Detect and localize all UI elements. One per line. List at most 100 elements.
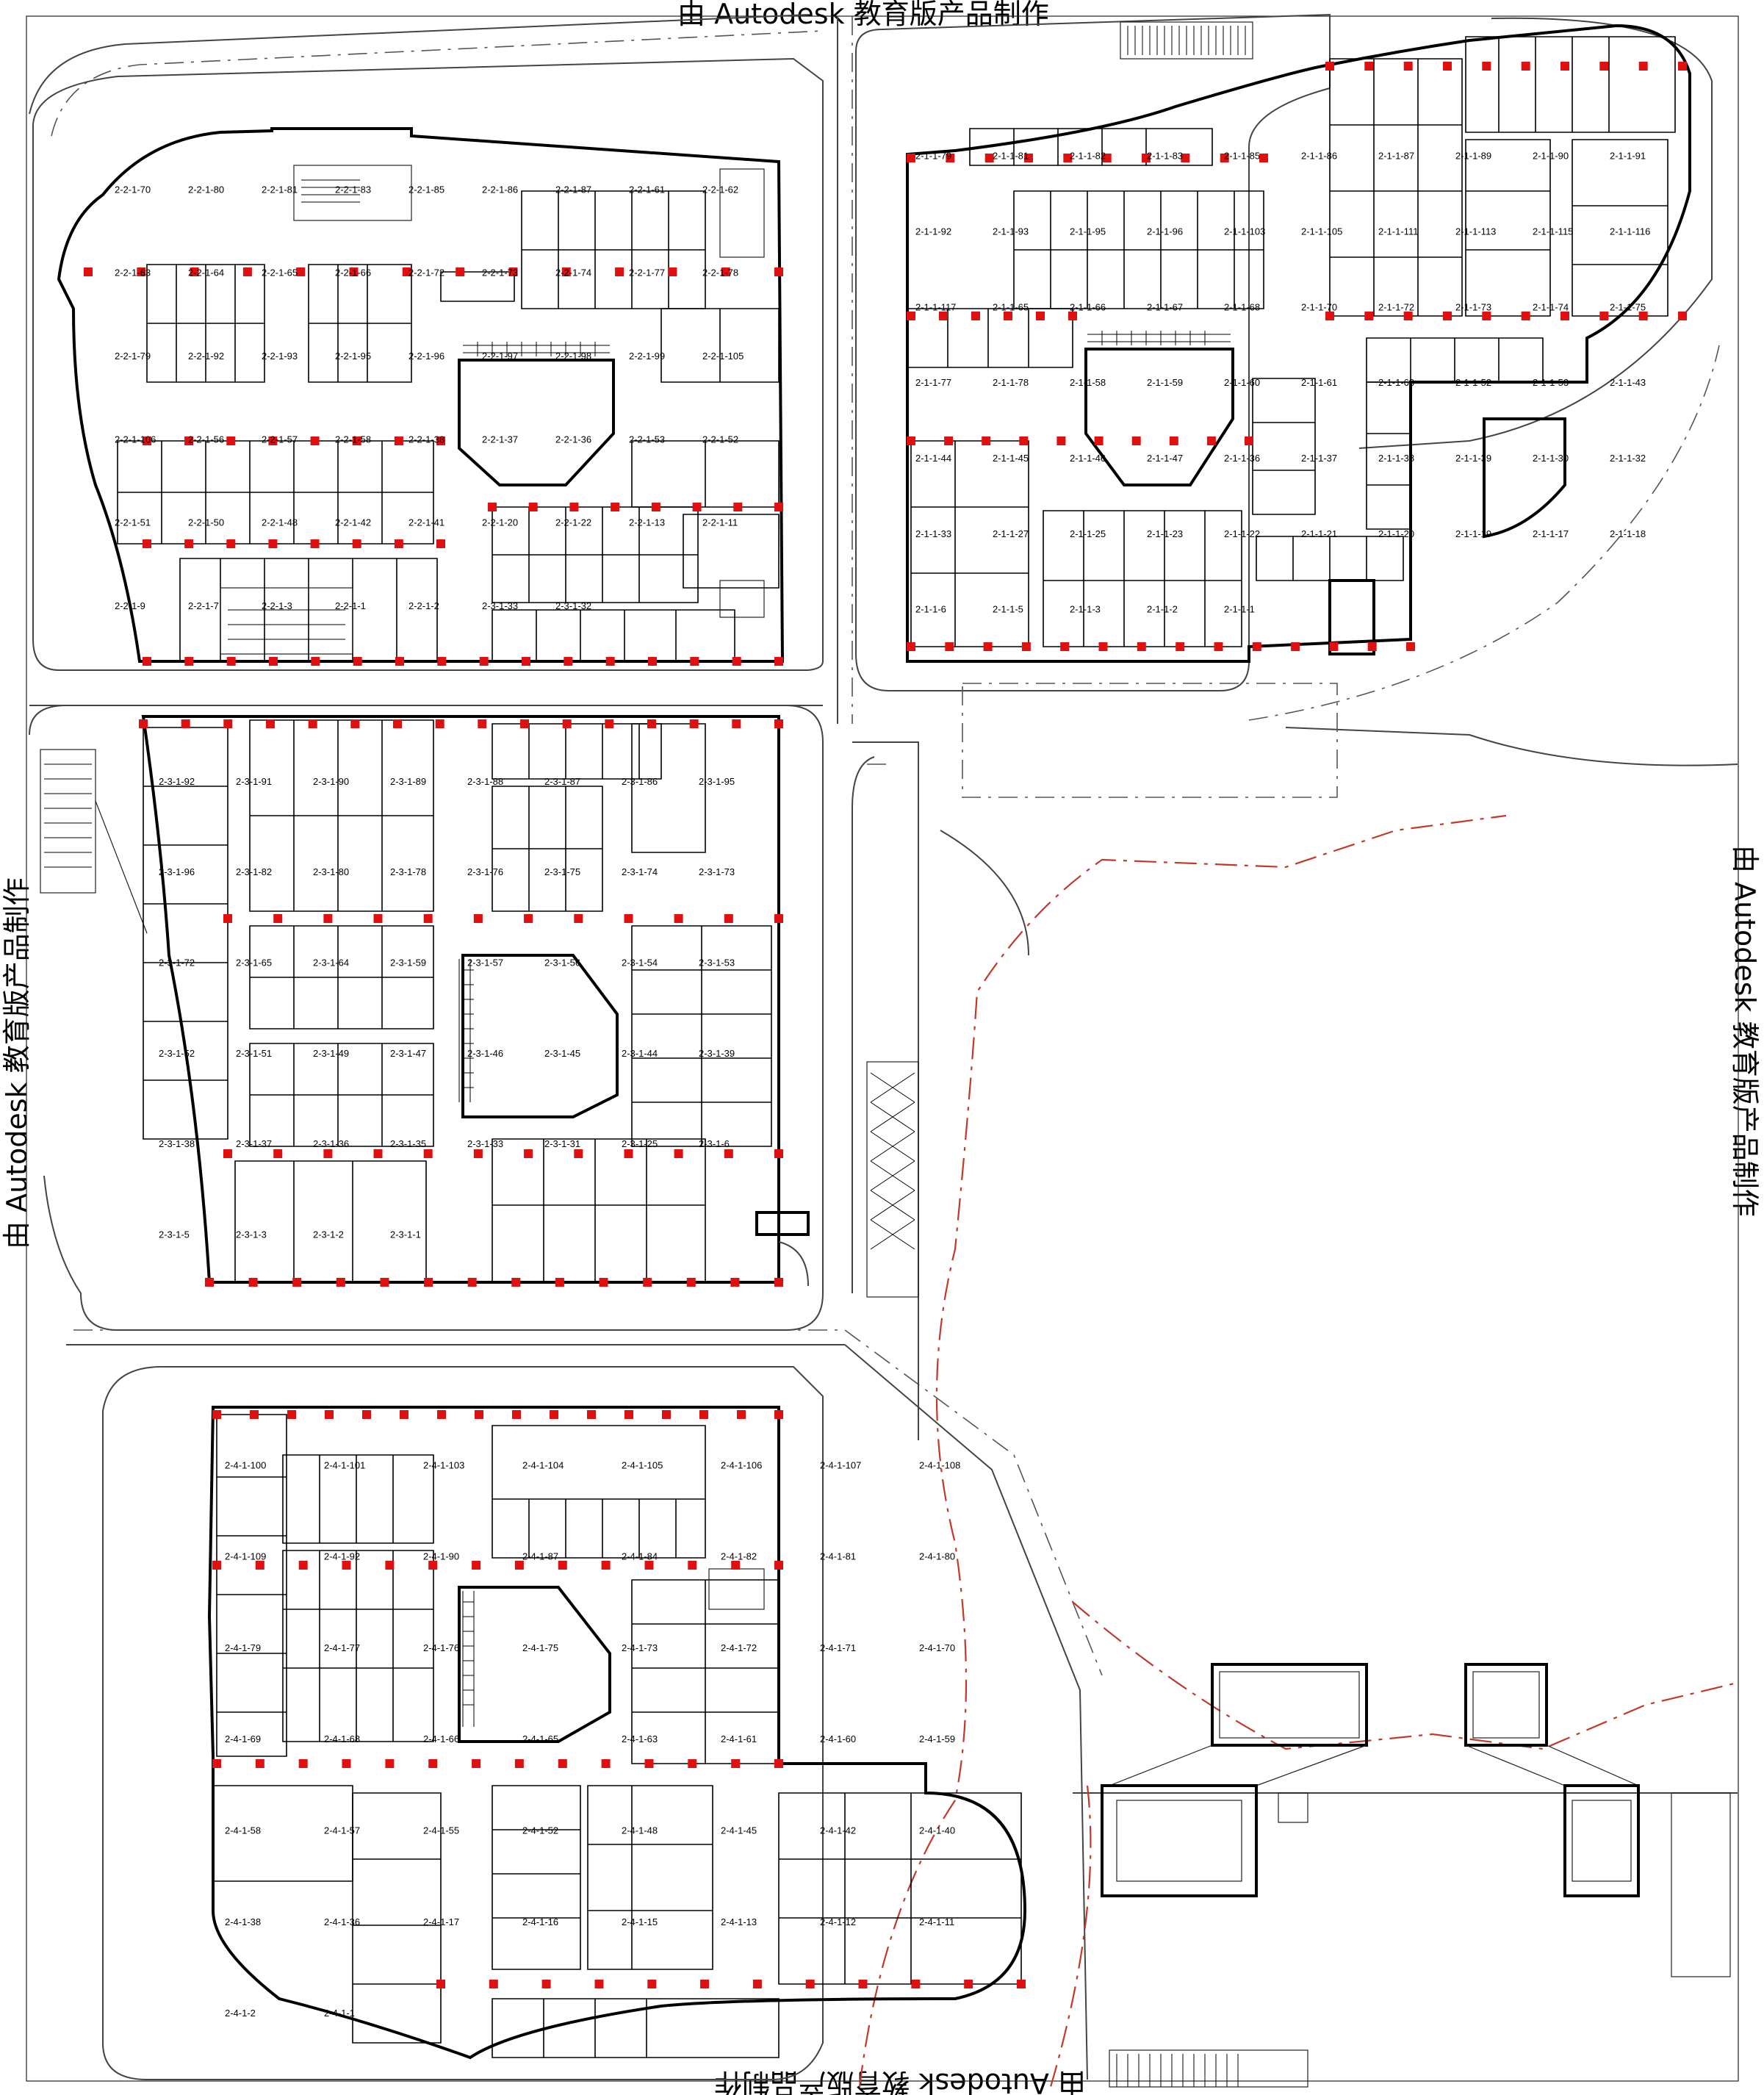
column-marker: [984, 154, 994, 162]
unit-label: 2-4-1-1: [324, 2008, 355, 2019]
block-2-1: [855, 13, 1713, 798]
column-marker: [945, 642, 954, 651]
unit-label: 2-4-1-106: [721, 1459, 762, 1470]
column-marker: [226, 436, 236, 445]
unit-label: 2-3-1-87: [544, 776, 580, 787]
column-marker: [724, 1149, 733, 1158]
column-marker: [393, 719, 402, 728]
unit-label: 2-4-1-103: [423, 1459, 464, 1470]
unit-label: 2-3-1-59: [390, 957, 426, 969]
unit-label: 2-4-1-36: [324, 1916, 360, 1927]
column-marker: [402, 267, 411, 276]
column-marker: [139, 719, 148, 728]
unit-label: 2-1-1-60: [1224, 377, 1260, 388]
column-marker: [774, 503, 783, 511]
column-marker: [436, 539, 445, 548]
column-marker: [774, 1278, 783, 1287]
unit-label: 2-2-1-37: [482, 434, 518, 445]
unit-label: 2-3-1-95: [699, 776, 735, 787]
column-marker: [520, 719, 529, 728]
unit-label: 2-3-1-72: [159, 957, 195, 969]
unit-label: 2-4-1-80: [919, 1551, 955, 1562]
unit-label: 2-2-1-106: [115, 434, 156, 445]
column-marker: [982, 436, 991, 445]
column-marker: [456, 267, 465, 276]
column-marker: [342, 1759, 351, 1768]
column-marker: [1137, 642, 1146, 651]
unit-label: 2-3-1-33: [482, 600, 518, 611]
unit-label: 2-3-1-56: [544, 957, 580, 969]
column-marker: [946, 154, 955, 162]
column-marker: [1176, 642, 1185, 651]
entrance-pavilions: [1101, 1663, 1731, 1977]
unit-label: 2-1-1-44: [915, 453, 951, 464]
column-marker: [512, 1410, 521, 1419]
column-marker: [983, 642, 993, 651]
column-marker: [342, 1561, 351, 1570]
unit-label: 2-2-1-56: [188, 434, 224, 445]
column-marker: [599, 1278, 608, 1287]
column-marker: [688, 1759, 697, 1768]
column-marker: [1403, 62, 1413, 71]
column-marker: [774, 914, 783, 923]
unit-label: 2-1-1-111: [1378, 226, 1418, 237]
unit-label: 2-3-1-37: [236, 1138, 272, 1149]
unit-label: 2-4-1-82: [721, 1551, 757, 1562]
column-marker: [939, 312, 948, 320]
column-marker: [436, 436, 445, 445]
unit-label: 2-2-1-93: [262, 351, 298, 362]
column-marker: [190, 267, 199, 276]
column-marker: [1214, 642, 1223, 651]
unit-label: 2-2-1-48: [262, 517, 298, 528]
column-marker: [624, 1410, 633, 1419]
unit-label: 2-1-1-91: [1610, 151, 1646, 162]
column-marker: [511, 1278, 521, 1287]
unit-label: 2-2-1-52: [702, 434, 738, 445]
column-marker: [143, 436, 151, 445]
unit-label: 2-3-1-75: [544, 866, 580, 877]
unit-label: 2-4-1-40: [919, 1825, 955, 1836]
unit-label: 2-2-1-65: [262, 267, 298, 279]
unit-label: 2-2-1-70: [115, 184, 151, 195]
column-marker: [774, 719, 783, 728]
unit-label: 2-4-1-75: [522, 1642, 558, 1653]
unit-label: 2-3-1-90: [313, 776, 349, 787]
unit-label: 2-2-1-86: [482, 184, 518, 195]
column-marker: [699, 1410, 708, 1419]
unit-label: 2-1-1-30: [1533, 453, 1569, 464]
unit-label: 2-3-1-89: [390, 776, 426, 787]
column-marker: [574, 1149, 583, 1158]
column-marker: [349, 267, 359, 276]
column-marker: [488, 503, 497, 511]
unit-label: 2-2-1-11: [702, 517, 738, 528]
column-marker: [907, 154, 915, 162]
column-marker: [311, 657, 320, 666]
unit-label: 2-2-1-53: [629, 434, 665, 445]
unit-label: 2-3-1-73: [699, 866, 735, 877]
column-marker: [1406, 642, 1415, 651]
unit-label: 2-4-1-72: [721, 1642, 757, 1653]
column-marker: [1060, 642, 1070, 651]
column-marker: [353, 657, 362, 666]
column-marker: [323, 1149, 333, 1158]
column-marker: [428, 1759, 438, 1768]
unit-label: 2-1-1-32: [1610, 453, 1646, 464]
unit-label: 2-1-1-58: [1070, 377, 1106, 388]
unit-label: 2-4-1-105: [622, 1459, 663, 1470]
unit-label: 2-1-1-66: [1070, 301, 1106, 312]
column-marker: [528, 503, 538, 511]
column-marker: [724, 914, 733, 923]
column-marker: [1131, 436, 1141, 445]
unit-label: 2-4-1-60: [820, 1733, 856, 1744]
block-2-2: [32, 57, 824, 671]
unit-label: 2-2-1-20: [482, 517, 518, 528]
unit-label: 2-4-1-63: [622, 1733, 658, 1744]
column-marker: [1482, 312, 1491, 320]
watermark-right: 由 Autodesk 教育版产品制作: [1729, 845, 1761, 1217]
unit-label: 2-2-1-64: [188, 267, 224, 279]
column-marker: [273, 1149, 283, 1158]
column-marker: [514, 1561, 524, 1570]
column-marker: [84, 267, 93, 276]
